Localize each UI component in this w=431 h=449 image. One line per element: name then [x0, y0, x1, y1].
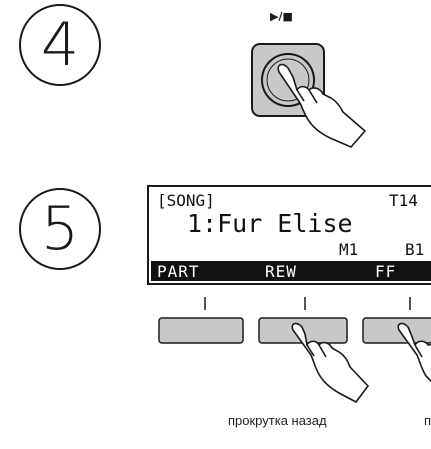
lcd-song-title: 1:Fur Elise: [187, 209, 353, 238]
lcd-func-rew: REW: [265, 262, 297, 281]
finger-press-icon: [277, 63, 366, 148]
lcd-display: [SONG] T14 1:Fur Elise M1 B1 PART REW FF: [147, 185, 431, 285]
part-button[interactable]: [158, 317, 244, 344]
lcd-mode-text: [SONG]: [157, 191, 215, 210]
finger-press-ff-icon: [397, 322, 431, 383]
caption-fast-forward: п: [424, 413, 431, 428]
step-number-5: 5: [19, 188, 101, 270]
lcd-beat-text: B1: [405, 240, 425, 259]
step-number-4: 4: [19, 4, 101, 86]
lcd-func-ff: FF: [375, 262, 397, 281]
lcd-tempo-text: T14: [389, 191, 418, 210]
lcd-func-part: PART: [157, 262, 200, 281]
caption-rewind: прокрутка назад: [228, 413, 327, 428]
lcd-function-bar: PART REW FF: [151, 261, 431, 281]
finger-press-rew-icon: [291, 322, 369, 403]
ff-button[interactable]: [362, 317, 431, 344]
lcd-measure-text: M1: [339, 240, 359, 259]
play-stop-label: ▶/■: [270, 10, 293, 23]
